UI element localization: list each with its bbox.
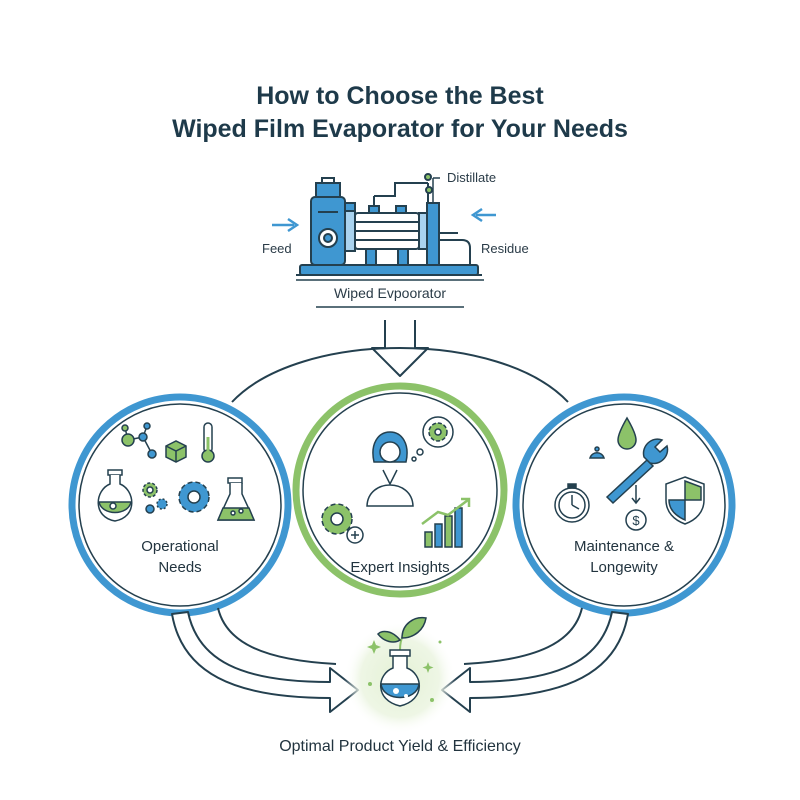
flask-icon [97,469,133,522]
left-curved-arrow [171,611,359,713]
evaporator-caption: Wiped Evpoorator [333,285,447,301]
title-line-1: How to Choose the Best [256,82,544,110]
evaporator-icon [272,173,496,276]
growth-chart-icon [421,497,471,548]
shield-icon [665,476,705,525]
title-line-2: Wiped Film Evaporator for Your Needs [172,115,628,143]
svg-text:$: $ [632,513,640,528]
maintenance-longevity-line-2: Longewity [590,559,658,576]
thermometer-icon [201,422,215,463]
thought-gear-icon [411,416,454,462]
expert-insights-line-1: Expert Insights [350,559,450,576]
seedling-flask-icon [377,616,427,707]
right-curved-arrow [441,611,629,713]
maintenance-longevity-line-1: Maintenance & [573,538,675,555]
person-icon [366,431,414,507]
stopwatch-icon [554,483,590,523]
gears-icon [142,481,210,514]
erlenmeyer-flask-icon [216,477,256,521]
residue-label: Residue [481,241,529,256]
distillate-label: Distillate [447,170,497,185]
coin-icon: $ [625,485,647,531]
outcome-label: Optimal Product Yield & Efficiency [279,738,521,755]
operational-needs-line-2: Needs [158,559,202,576]
operational-needs-line-1: Operational [141,538,219,555]
evaporator-caption-rules [296,279,484,308]
sparkle-icons [367,640,442,702]
expert-insights-label: Expert Insights [320,557,480,578]
molecule-icon [121,422,157,459]
gear-plus-icon [321,503,364,544]
operational-needs-label: Operational Needs [100,536,260,578]
water-drop-icon [589,416,637,459]
cube-icon [165,440,187,463]
center-right-arrow [463,607,583,665]
feed-label: Feed [262,241,292,256]
maintenance-longevity-circle [512,393,736,617]
center-left-arrow [217,607,337,665]
wrench-icon [605,438,669,505]
maintenance-longevity-label: Maintenance & Longewity [544,536,704,578]
connector-arc [231,347,569,403]
